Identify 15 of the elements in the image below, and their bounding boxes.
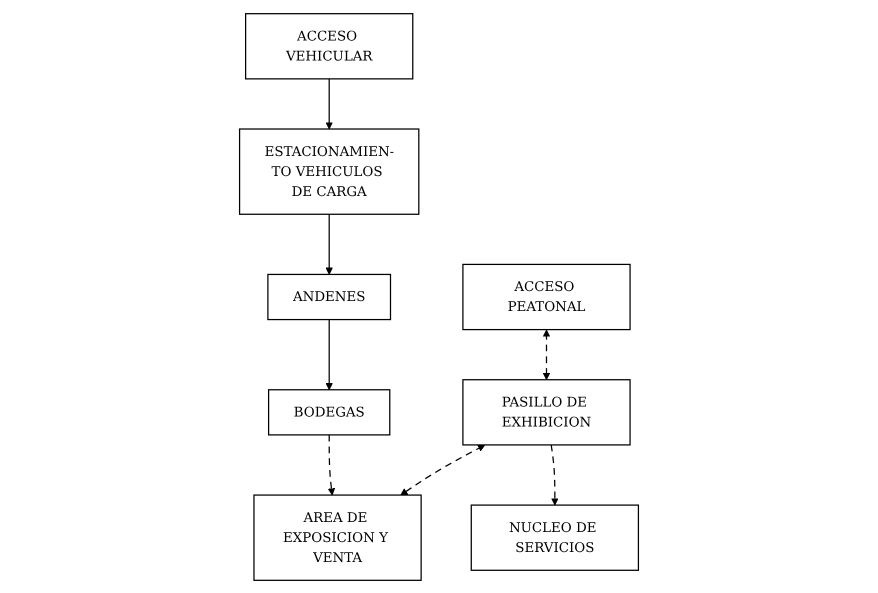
node-box: ESTACIONAMIEN-TO VEHICULOS DE CARGA	[238, 128, 420, 214]
node-box: ACCESO PEATONAL	[462, 263, 631, 330]
arrow	[326, 319, 333, 390]
arrow	[326, 214, 333, 274]
arrow	[550, 444, 559, 505]
node-box: PASILLO DE EXHIBICION	[462, 378, 631, 446]
arrow	[542, 329, 550, 380]
node-box: AREA DE EXPOSICION Y VENTA	[253, 494, 422, 580]
arrow	[328, 434, 336, 495]
arrow	[400, 444, 486, 495]
node-box: NUCLEO DE SERVICIOS	[470, 504, 640, 570]
arrow	[326, 78, 333, 129]
node-box: ANDENES	[267, 273, 392, 320]
node-box: ACCESO VEHICULAR	[245, 12, 414, 79]
node-box: BODEGAS	[268, 388, 390, 436]
